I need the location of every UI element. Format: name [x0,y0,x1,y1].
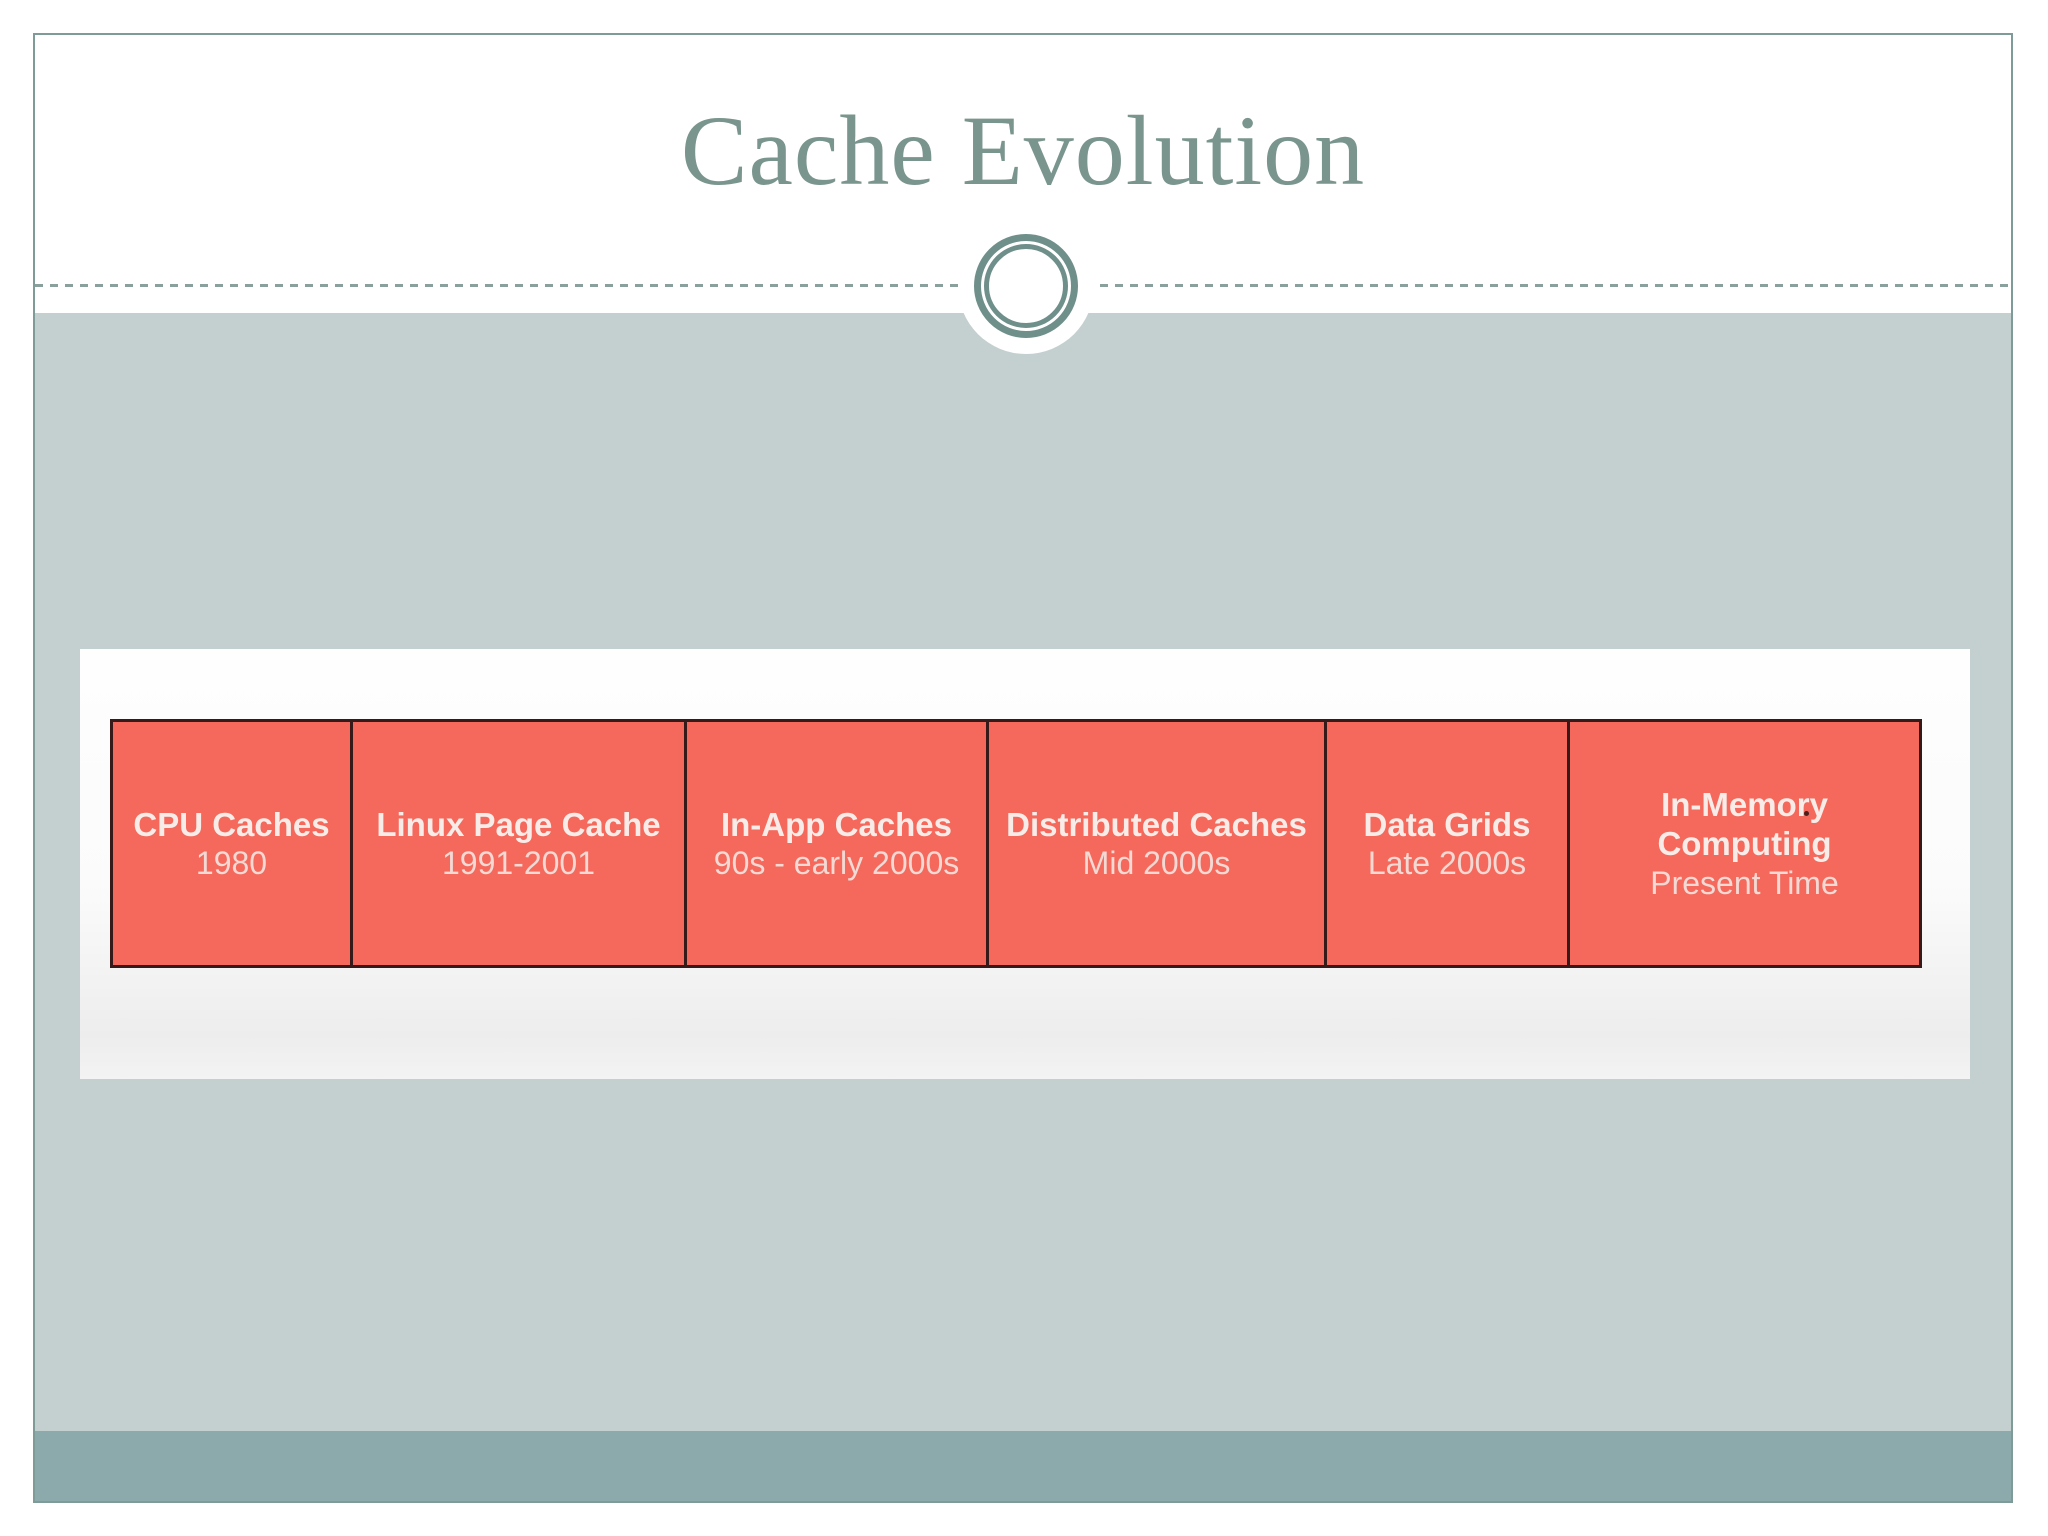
timeline-row: CPU Caches 1980 Linux Page Cache 1991-20… [110,719,1922,968]
timeline-strip: CPU Caches 1980 Linux Page Cache 1991-20… [80,649,1970,1079]
artifact-dot [1804,811,1809,816]
timeline-stage-distributed-caches: Distributed Caches Mid 2000s [989,722,1327,965]
stage-period: 1980 [195,845,268,882]
timeline-stage-data-grids: Data Grids Late 2000s [1327,722,1570,965]
slide-title: Cache Evolution [680,95,1366,206]
stage-name: Distributed Caches [1006,805,1307,843]
stage-name: Linux Page Cache [376,805,661,843]
slide: Cache Evolution CPU Caches 1980 Linux Pa… [33,33,2013,1503]
timeline-stage-in-memory-computing: In-Memory Computing Present Time [1570,722,1919,965]
stage-period: 1991-2001 [441,845,596,882]
stage-name: In-App Caches [720,805,953,843]
divider-ornament-inner-ring-icon [984,244,1068,328]
stage-period: Present Time [1650,864,1839,901]
timeline-stage-in-app-caches: In-App Caches 90s - early 2000s [687,722,989,965]
slide-footer-bar [35,1431,2011,1501]
stage-period: Late 2000s [1367,845,1527,882]
stage-period: Mid 2000s [1082,845,1231,882]
timeline-stage-linux-page-cache: Linux Page Cache 1991-2001 [353,722,687,965]
stage-name: In-Memory Computing [1657,785,1832,863]
stage-name: CPU Caches [133,805,330,843]
stage-period: 90s - early 2000s [713,845,960,882]
divider-ornament-outer-ring-icon [974,234,1078,338]
timeline-stage-cpu-caches: CPU Caches 1980 [113,722,353,965]
stage-name: Data Grids [1363,805,1531,843]
